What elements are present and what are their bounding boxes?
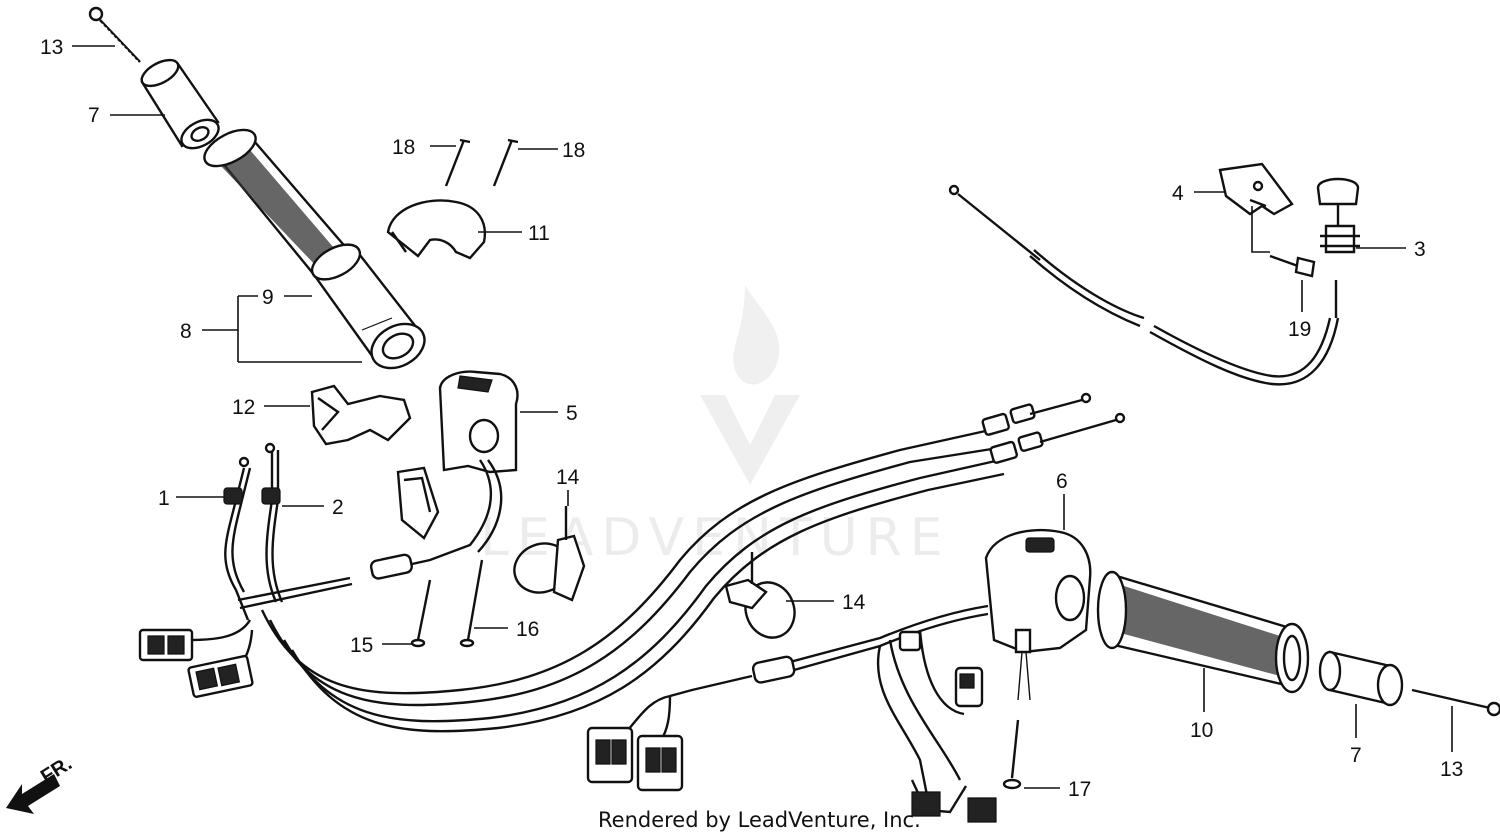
- callout-3: 3: [1414, 238, 1426, 261]
- clamp-band-14-left: [507, 506, 584, 600]
- callout-1: 1: [158, 487, 170, 510]
- callout-16: 16: [516, 618, 539, 641]
- callout-18-right: 18: [562, 139, 585, 162]
- throttle-grip-assembly: [199, 122, 432, 376]
- choke-bracket-4: [1220, 164, 1292, 214]
- callout-18-left: 18: [392, 136, 415, 159]
- right-switch-wiring: [588, 606, 996, 822]
- watermark: LEADVENTURE: [480, 285, 951, 568]
- callout-11: 11: [528, 222, 550, 245]
- throttle-cables-1-2: [140, 444, 352, 697]
- choke-cable-3: [950, 179, 1360, 384]
- callout-14-right: 14: [842, 591, 866, 614]
- left-switch-housing-5: [440, 372, 517, 472]
- callout-19: 19: [1288, 318, 1311, 341]
- screw-18-left: [446, 140, 470, 186]
- front-direction-indicator: FR.: [6, 753, 76, 814]
- callout-17: 17: [1068, 778, 1091, 801]
- callout-15: 15: [350, 634, 373, 657]
- screw-17: [1004, 720, 1020, 788]
- callout-13-top: 13: [40, 36, 63, 59]
- render-credit: Rendered by LeadVenture, Inc.: [598, 808, 921, 832]
- callout-8: 8: [180, 320, 192, 343]
- callout-10: 10: [1190, 719, 1213, 742]
- leader-lines: [72, 46, 1452, 788]
- callout-2: 2: [332, 496, 344, 519]
- bar-end-weight-7-right: [1320, 652, 1402, 705]
- left-switch-wiring: [370, 460, 501, 580]
- screw-18-right: [494, 140, 518, 186]
- callout-5: 5: [566, 402, 578, 425]
- screw-13-top: [90, 8, 140, 64]
- long-cables: [262, 394, 1124, 731]
- callout-7-right: 7: [1350, 744, 1362, 767]
- callout-7-top: 7: [88, 104, 100, 127]
- callout-14-left: 14: [556, 466, 580, 489]
- throttle-housing-upper-11: [388, 200, 485, 258]
- bolt-19: [1270, 256, 1314, 276]
- callout-12: 12: [232, 396, 255, 419]
- throttle-housing-lower-12: [312, 386, 410, 444]
- left-grip-10: [1098, 572, 1308, 692]
- callout-13-right: 13: [1440, 758, 1463, 781]
- right-switch-housing-6: [986, 530, 1090, 700]
- screw-16: [461, 560, 482, 646]
- screw-15: [412, 580, 430, 646]
- callout-4: 4: [1172, 182, 1184, 205]
- watermark-text: LEADVENTURE: [480, 508, 951, 568]
- callout-labels: 13 7 18 18 11 9 8 12 5 1 2 14 15 16 4 3 …: [40, 36, 1463, 801]
- front-arrow-icon: [6, 774, 60, 814]
- callout-9: 9: [262, 286, 274, 309]
- bar-end-weight-7-top: [138, 55, 224, 154]
- callout-6: 6: [1056, 470, 1068, 493]
- screw-13-right: [1412, 690, 1500, 715]
